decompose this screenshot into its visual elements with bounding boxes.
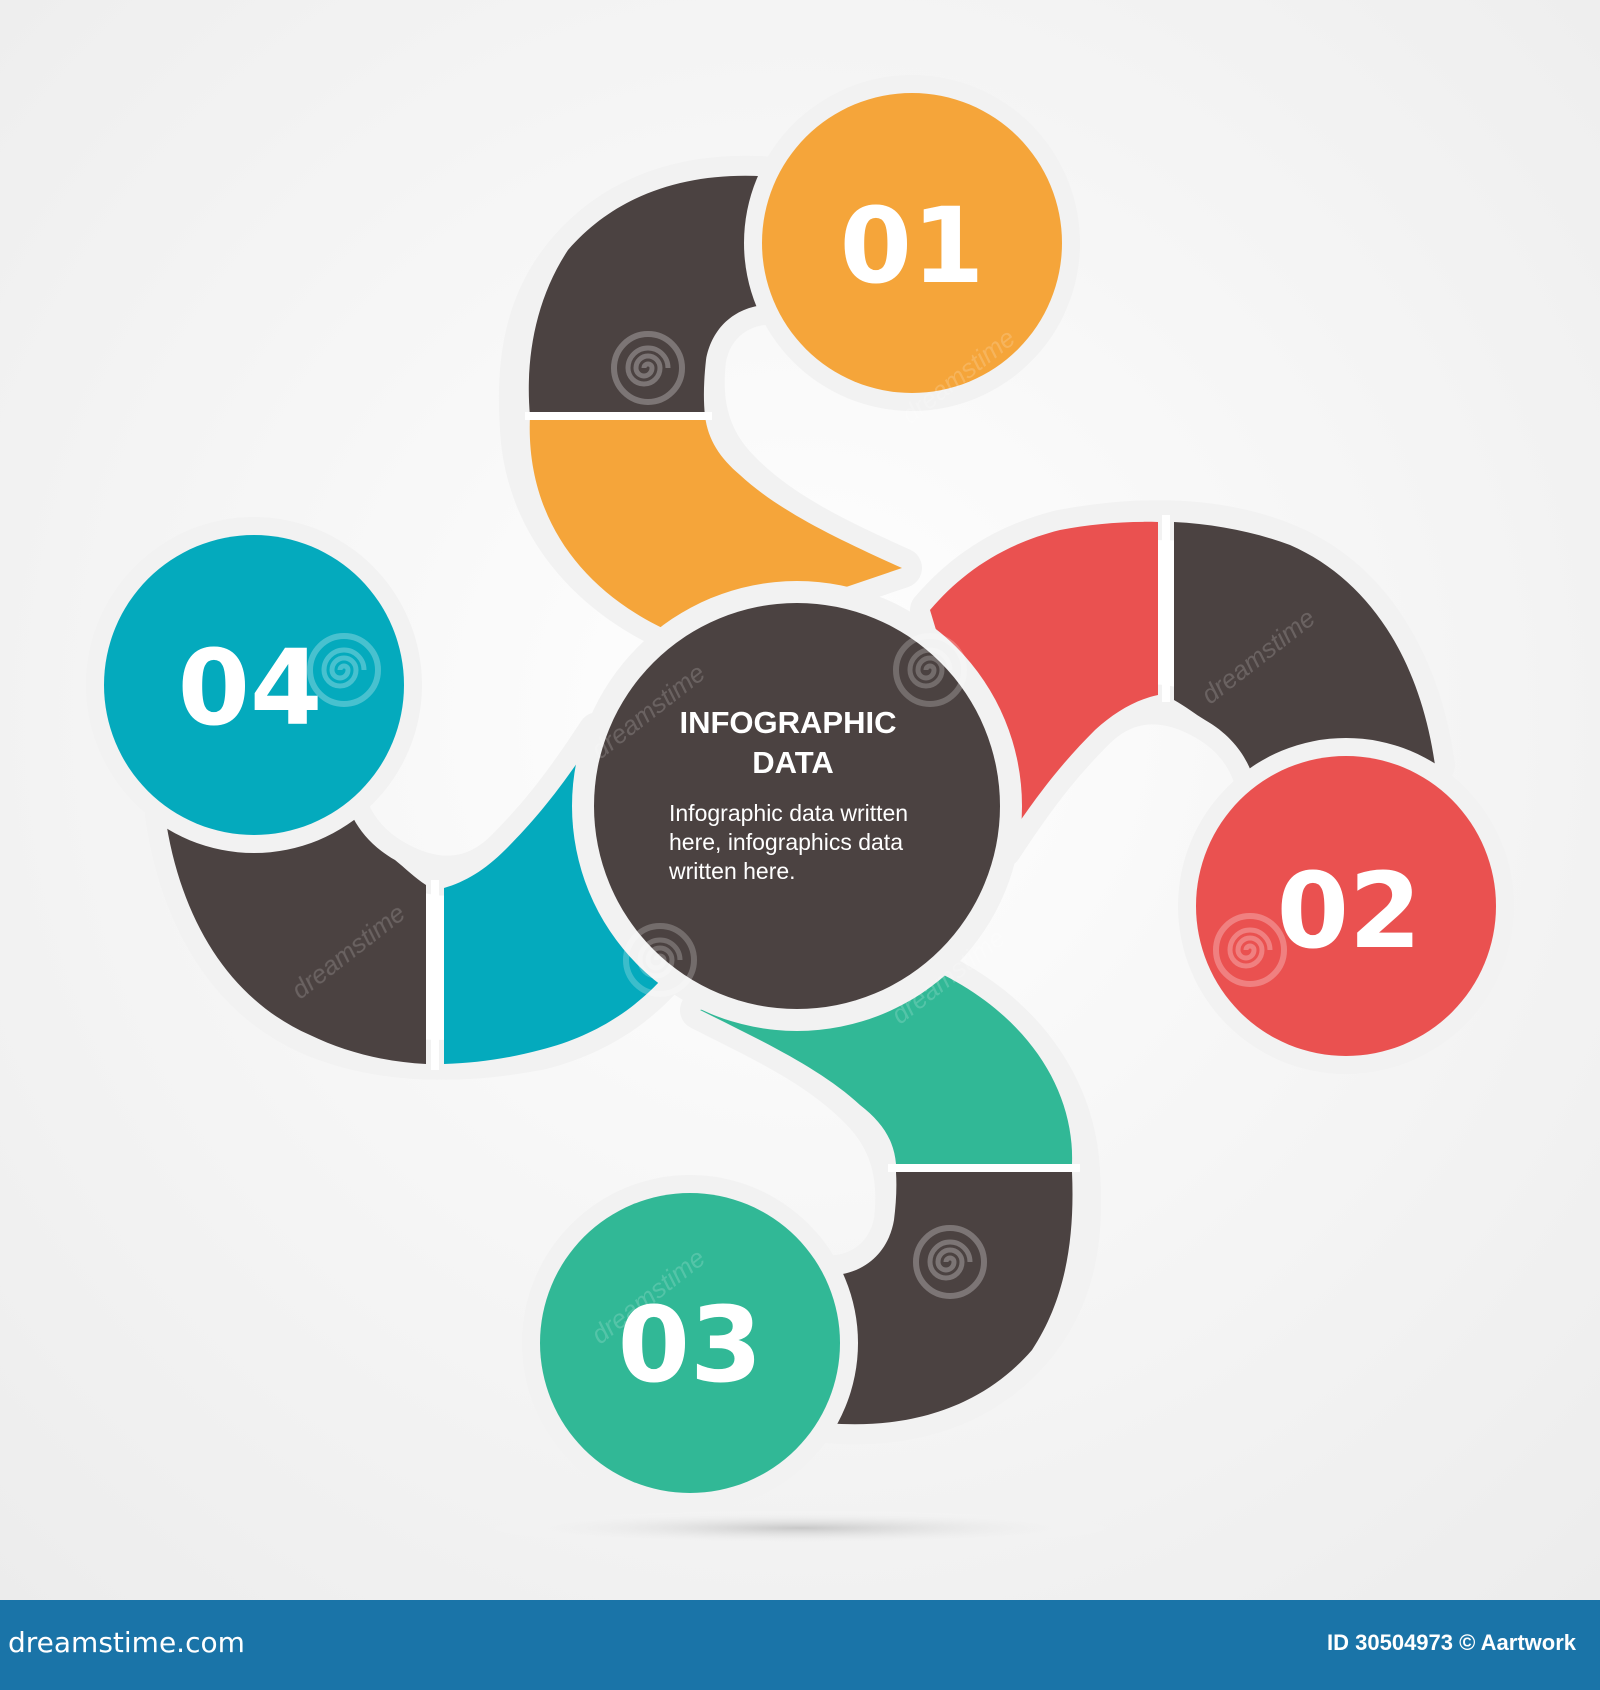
footer-site-link[interactable]: dreamstime.com (8, 1626, 245, 1659)
ground-shadow (480, 1510, 1120, 1546)
step-badge-02: 02 (1178, 738, 1514, 1074)
step-badge-04: 04 (86, 517, 422, 853)
step-label-04: 04 (178, 627, 323, 749)
center-body-line3: written here. (668, 858, 796, 884)
footer-credit: ID 30504973 © Aartwork (1327, 1630, 1576, 1655)
step-label-01: 01 (840, 185, 985, 307)
center-body-line2: here, infographics data (669, 829, 903, 855)
infographic-diagram: INFOGRAPHIC DATA Infographic data writte… (0, 0, 1600, 1600)
step-label-03: 03 (618, 1284, 763, 1406)
arm-03 (680, 940, 1102, 1445)
step-circle-02 (1196, 756, 1496, 1056)
arm-03-dark-segment (800, 1172, 1073, 1425)
step-badge-03: 03 (522, 1175, 858, 1511)
step-circle-04 (104, 535, 404, 835)
step-label-02: 02 (1277, 850, 1422, 972)
footer-bar: dreamstime.com ID 30504973 © Aartwork (0, 1600, 1600, 1690)
step-circle-03 (540, 1193, 840, 1493)
center-circle (594, 603, 1000, 1009)
step-badge-01: 01 (744, 75, 1080, 411)
arm-01-dark-segment (528, 175, 800, 416)
arm-01 (498, 155, 922, 660)
center-body-line1: Infographic data written (669, 800, 908, 826)
center-title-line2: DATA (752, 745, 834, 780)
step-circle-01 (762, 93, 1062, 393)
center-title-line1: INFOGRAPHIC (680, 705, 897, 740)
arm-02-dark-segment (1174, 522, 1435, 800)
